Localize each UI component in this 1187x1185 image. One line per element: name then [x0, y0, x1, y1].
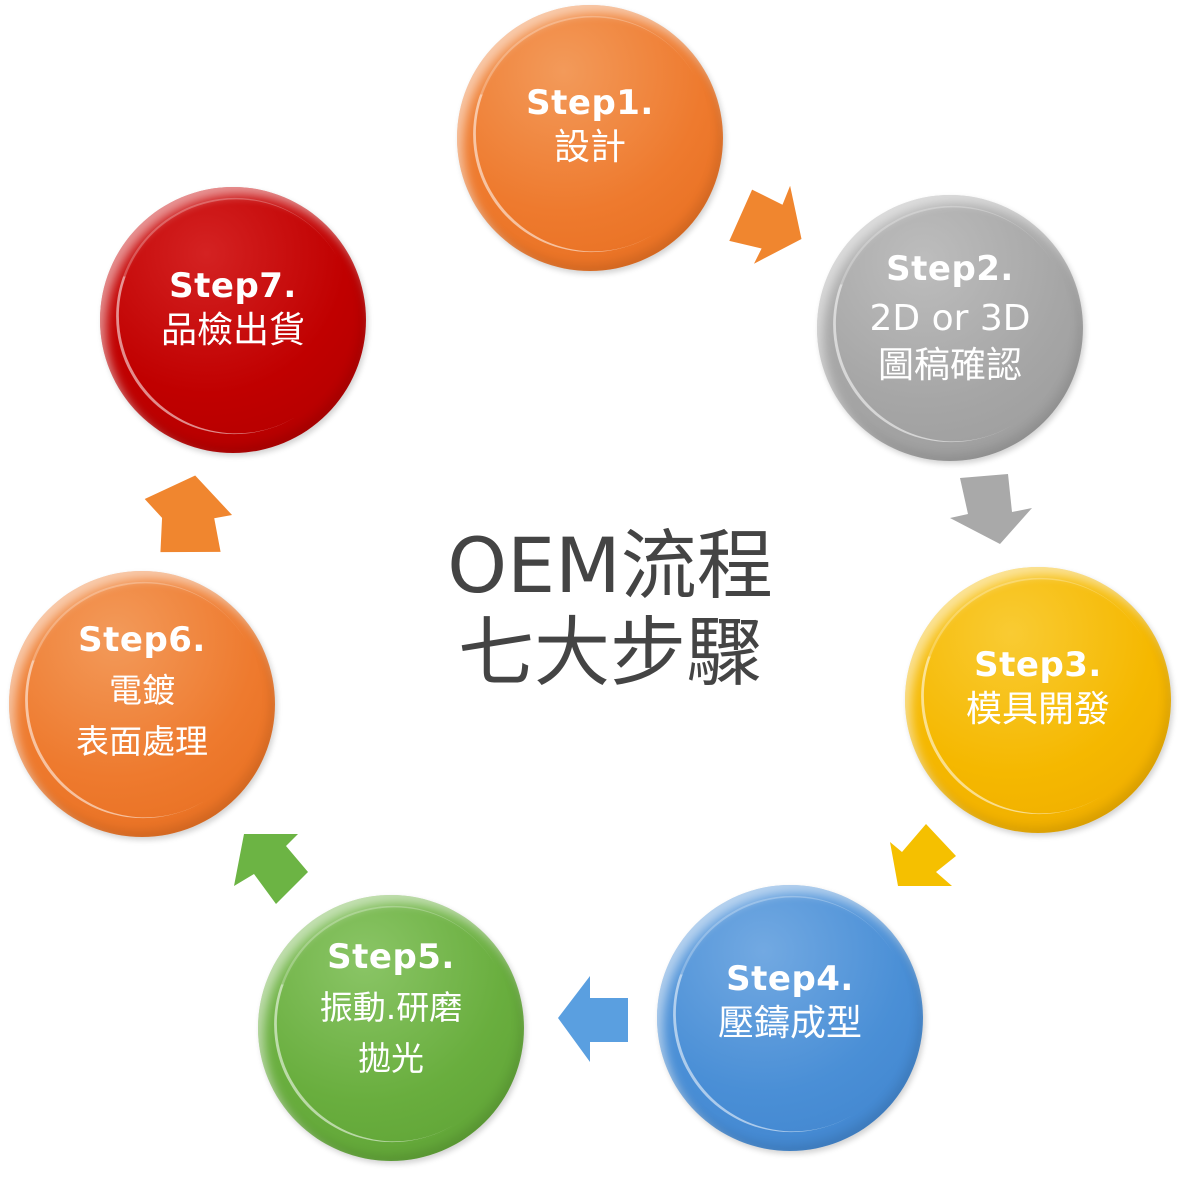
- step-2-text-1: 2D or 3D: [869, 298, 1031, 340]
- step-4-circle: Step4. 壓鑄成型: [657, 885, 923, 1151]
- step-3-circle: Step3. 模具開發: [905, 567, 1171, 833]
- step-7-circle: Step7. 品檢出貨: [100, 187, 366, 453]
- step-7-text: 品檢出貨: [160, 309, 305, 351]
- step-1-text: 設計: [553, 126, 626, 168]
- arrow-step1-to-step2-icon: [729, 186, 802, 264]
- step-2-label: Step2.: [886, 248, 1014, 289]
- step-7-label: Step7.: [169, 266, 297, 307]
- title-line-1: OEM流程: [447, 521, 773, 610]
- step-3-text: 模具開發: [965, 688, 1110, 730]
- step-4-label: Step4.: [726, 959, 854, 1000]
- step-2-text-2: 圖稿確認: [877, 345, 1022, 387]
- arrow-step4-to-step5-icon: [558, 976, 628, 1062]
- step-1-label: Step1.: [526, 83, 654, 124]
- step-5-text-2: 拋光: [358, 1039, 424, 1079]
- step-6-text-1: 電鍍: [109, 671, 175, 711]
- title-line-2: 七大步驟: [458, 608, 762, 698]
- arrow-step6-to-step7-icon: [144, 475, 233, 553]
- arrow-step3-to-step4-icon: [890, 824, 956, 886]
- arrow-step2-to-step3-icon: [950, 474, 1032, 544]
- diagram-title: OEM流程 七大步驟: [410, 522, 810, 697]
- step-6-label: Step6.: [78, 619, 206, 660]
- step-5-label: Step5.: [327, 936, 455, 977]
- step-3-label: Step3.: [974, 645, 1102, 686]
- step-2-circle: Step2. 2D or 3D 圖稿確認: [817, 195, 1083, 461]
- arrow-step5-to-step6-icon: [234, 834, 308, 904]
- step-1-circle: Step1. 設計: [457, 5, 723, 271]
- step-6-circle: Step6. 電鍍 表面處理: [9, 571, 275, 837]
- step-5-circle: Step5. 振動.研磨 拋光: [258, 895, 524, 1161]
- step-6-text-2: 表面處理: [76, 722, 208, 762]
- step-5-text-1: 振動.研磨: [319, 988, 463, 1028]
- step-4-text: 壓鑄成型: [717, 1002, 862, 1044]
